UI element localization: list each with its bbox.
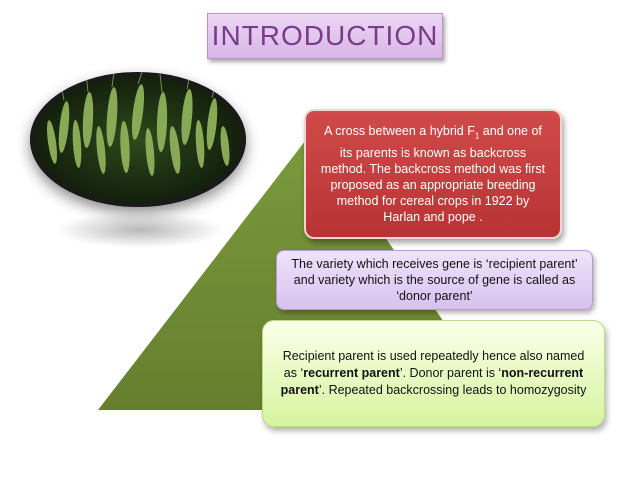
slide-title: INTRODUCTION xyxy=(211,20,439,51)
backcross-definition-box: A cross between a hybrid F1 and one of i… xyxy=(304,109,562,239)
box3-bold-recurrent: recurrent parent xyxy=(303,366,400,380)
recurrent-parent-text: Recipient parent is used repeatedly henc… xyxy=(277,348,590,399)
recurrent-parent-box: Recipient parent is used repeatedly henc… xyxy=(262,320,605,427)
title-box: INTRODUCTION xyxy=(207,13,443,59)
box3-text-2: ’. Donor parent is ‘ xyxy=(399,366,502,380)
box1-text-b: and one of its parents is known as backc… xyxy=(320,124,546,224)
box1-subscript: 1 xyxy=(474,131,480,141)
box1-text-a: A cross between a hybrid F xyxy=(324,124,475,139)
box3-bold-nonrecurrent: non-recurrent parent xyxy=(280,366,584,397)
box3-text-3: ’. Repeated backcrossing leads to homozy… xyxy=(318,383,587,397)
wheat-illustration xyxy=(30,72,246,207)
backcross-definition-text: A cross between a hybrid F1 and one of i… xyxy=(318,123,548,225)
parent-definition-box: The variety which receives gene is ‘reci… xyxy=(276,250,593,310)
photo-shadow xyxy=(55,212,225,248)
parent-definition-text: The variety which receives gene is ‘reci… xyxy=(291,257,578,303)
box3-text-1: Recipient parent is used repeatedly henc… xyxy=(282,349,585,380)
wheat-photo xyxy=(30,72,246,207)
